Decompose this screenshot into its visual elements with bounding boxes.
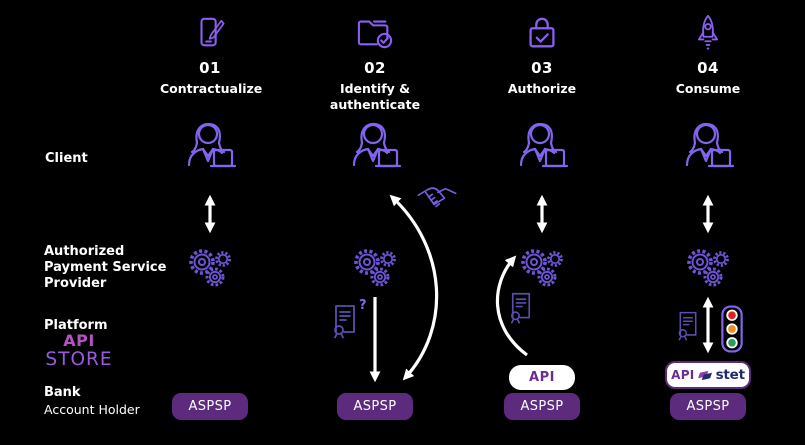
brand-api-text: API [63,331,95,350]
step-label: Authorize [507,81,577,96]
folder-check-icon [305,14,445,50]
client-woman-laptop-icon [685,122,735,168]
row-label-client: Client [45,151,88,166]
aspsp-pill: ASPSP [337,393,413,420]
step-label: Identify & authenticate [329,81,421,113]
aspsp-pill: ASPSP [504,393,580,420]
gears-icon [189,249,231,287]
step-label: Consume [675,81,741,96]
aspsp-pill: ASPSP [670,393,746,420]
gears-icon [521,249,563,287]
row-sublabel-account-holder: Account Holder [44,402,140,417]
step-number: 01 [199,59,221,77]
rocket-icon [638,14,778,54]
brand-store-text: STORE [45,348,113,370]
row-label-apsp: Authorized Payment Service Provider [44,244,167,291]
client-woman-laptop-icon [352,122,402,168]
certificate-icon [511,292,531,324]
traffic-light-icon [721,305,743,353]
lock-check-icon [472,14,612,52]
gears-icon [354,249,396,287]
phone-edit-icon [140,14,280,52]
step-number: 02 [364,59,386,77]
gears-icon [687,249,729,287]
stet-logo-icon [697,370,712,380]
question-mark: ? [359,298,367,313]
stet-label: stet [715,367,746,383]
aspsp-pill: ASPSP [172,393,248,420]
step-number: 04 [697,59,719,77]
api-label: API [671,368,695,382]
api-stet-pill: API stet [665,361,751,389]
certificate-icon [334,305,355,339]
step-number: 03 [531,59,553,77]
client-woman-laptop-icon [187,122,237,168]
row-label-bank: Bank [44,385,81,400]
api-pill: API [509,365,575,390]
row-label-platform: Platform [44,318,108,333]
step-label: Contractualize [160,81,263,96]
handshake-icon [417,187,457,208]
api-store-logo: API STORE [38,331,120,370]
certificate-icon [678,311,697,341]
client-woman-laptop-icon [519,122,569,168]
